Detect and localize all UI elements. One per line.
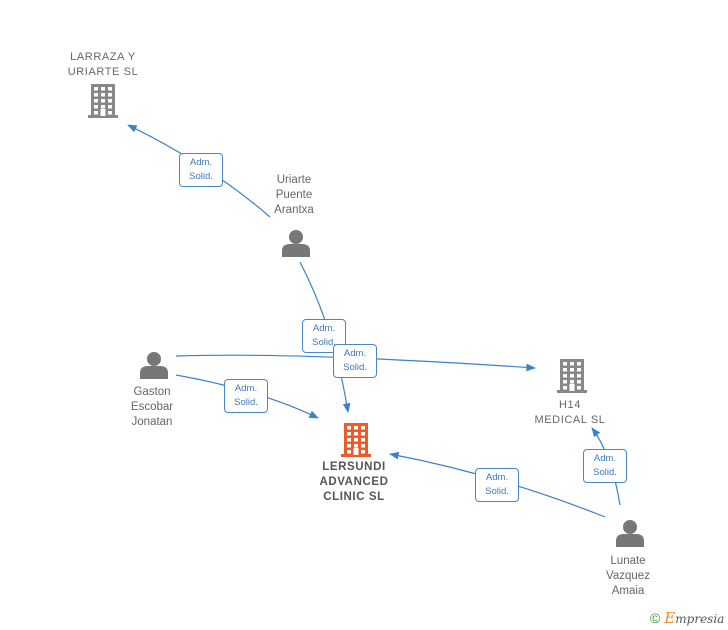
edge-label-lunate-to-h14[interactable]: Adm. Solid. bbox=[583, 449, 627, 483]
node-label-h14[interactable]: H14 MEDICAL SL bbox=[534, 399, 606, 426]
person-icon-uriarte[interactable] bbox=[282, 230, 310, 257]
person-icon-gaston[interactable] bbox=[140, 352, 168, 379]
node-label-lunate[interactable]: Lunate Vazquez Amaia bbox=[606, 555, 650, 597]
node-label-larraza[interactable]: LARRAZA Y URIARTE SL bbox=[67, 51, 139, 78]
edge-label-lunate-to-lersundi[interactable]: Adm. Solid. bbox=[475, 468, 519, 502]
building-icon-larraza[interactable] bbox=[88, 84, 118, 118]
brand-name: Empresia bbox=[664, 609, 725, 627]
building-icon-lersundi[interactable] bbox=[341, 423, 371, 457]
edge-gaston-to-h14 bbox=[175, 354, 536, 372]
copyright-icon: © bbox=[650, 610, 661, 626]
node-label-uriarte[interactable]: Uriarte Puente Arantxa bbox=[274, 174, 314, 216]
edge-label-uriarte-to-larraza[interactable]: Adm. Solid. bbox=[179, 153, 223, 187]
edge-label-gaston-to-lersundi[interactable]: Adm. Solid. bbox=[224, 379, 268, 413]
edge-label-gaston-to-h14[interactable]: Adm. Solid. bbox=[333, 344, 377, 378]
node-label-lersundi[interactable]: LERSUNDI ADVANCED CLINIC SL bbox=[319, 461, 389, 503]
brand-watermark: © Empresia bbox=[650, 609, 724, 627]
person-icon-lunate[interactable] bbox=[616, 520, 644, 547]
building-icon-h14[interactable] bbox=[557, 359, 587, 393]
node-label-gaston[interactable]: Gaston Escobar Jonatan bbox=[130, 386, 174, 428]
